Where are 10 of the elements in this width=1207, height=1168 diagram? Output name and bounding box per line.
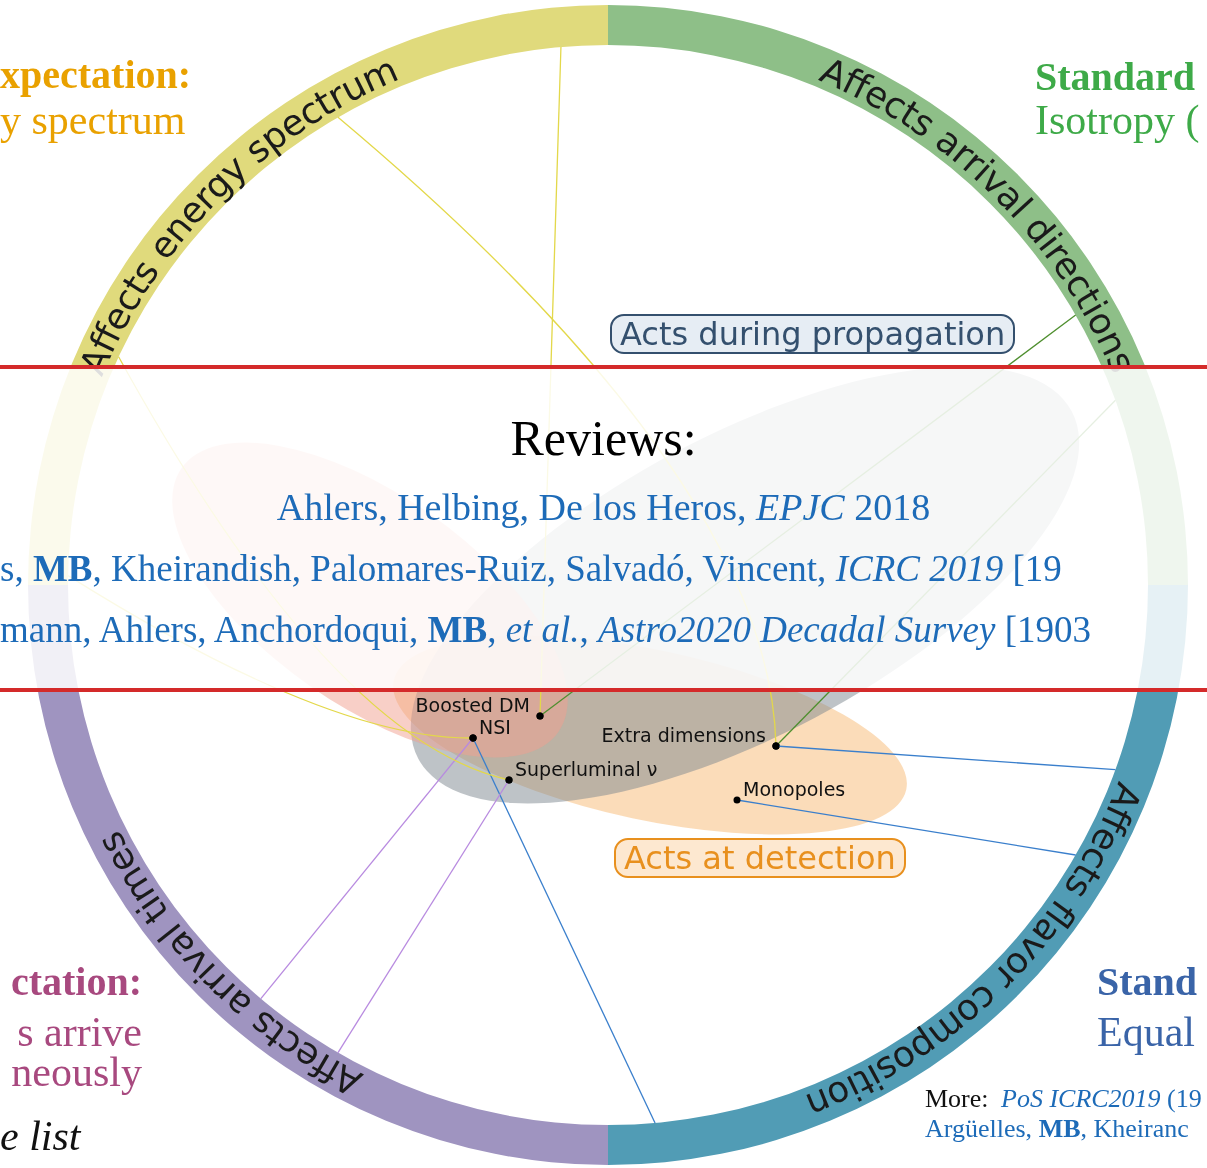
point-label: Boosted DM [415,694,540,716]
connector-line [260,734,477,1000]
connector-line [337,776,513,1054]
point-label: Monopoles [737,778,846,800]
text-label: Argüelles, MB, Kheiranc [925,1114,1189,1144]
region-label: Acts at detection [614,838,906,878]
region-label: Acts during propagation [610,314,1016,354]
point-label: NSI [473,716,511,738]
connector-line [772,742,1117,771]
connector-line [733,796,1077,856]
